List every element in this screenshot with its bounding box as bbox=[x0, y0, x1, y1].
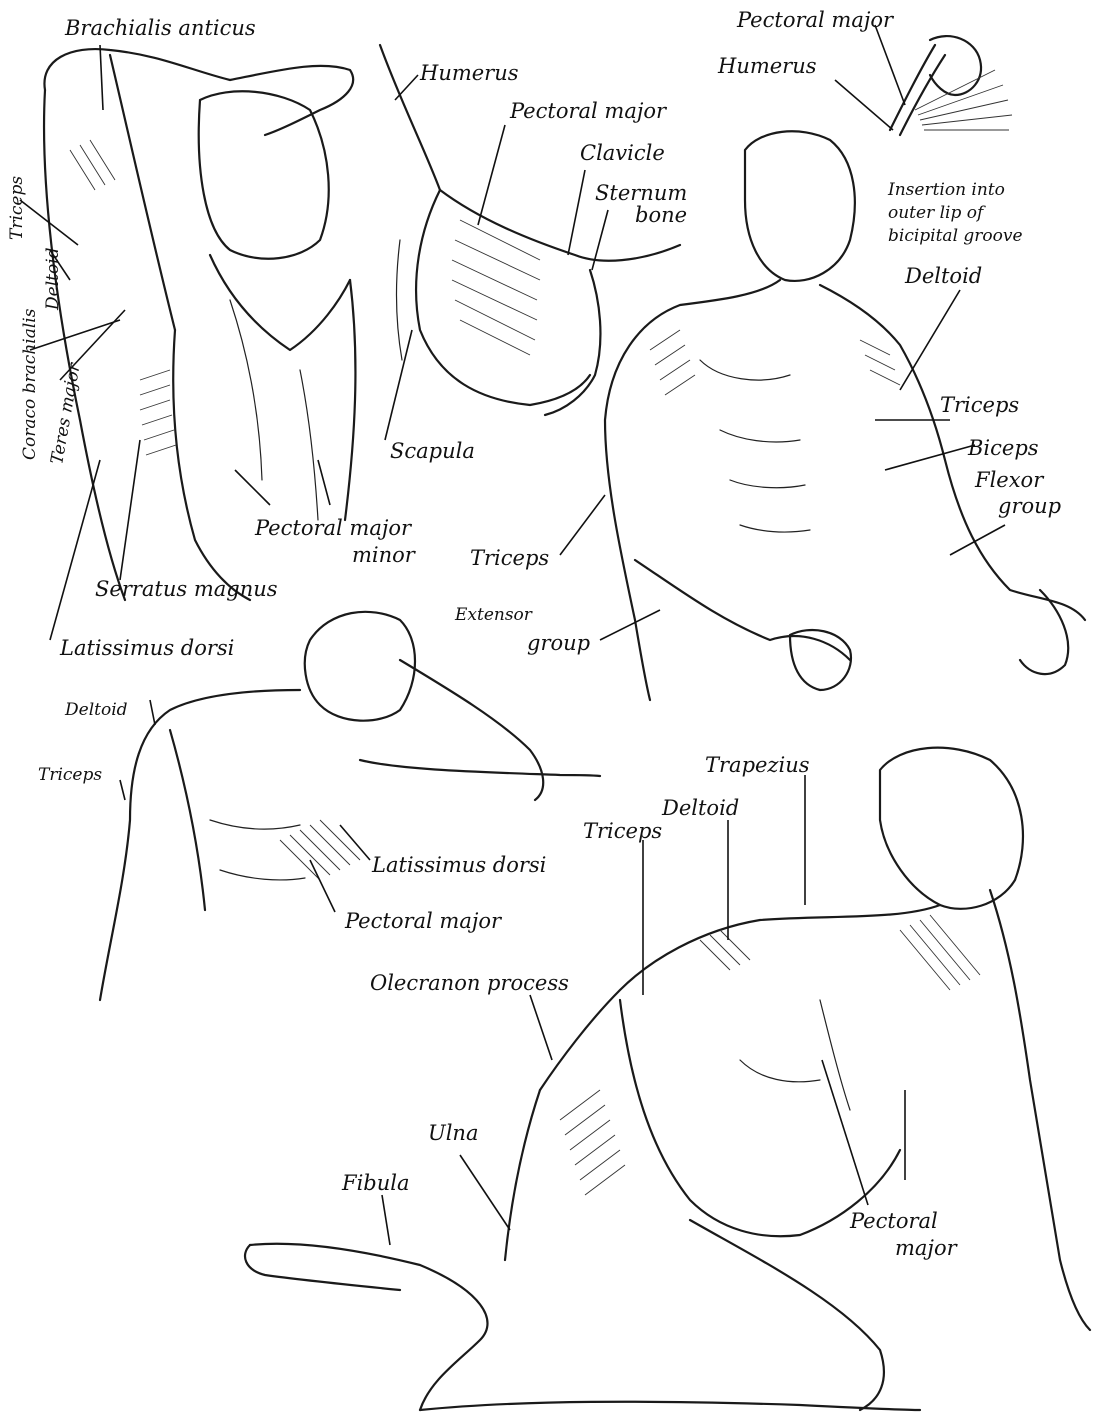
label-biceps: Biceps bbox=[967, 436, 1039, 460]
label-trapezius: Trapezius bbox=[705, 753, 810, 777]
label-pectoral-bottom-line2: major bbox=[895, 1236, 959, 1260]
figure-insertion-detail bbox=[890, 36, 1012, 135]
label-triceps-right: Triceps bbox=[940, 393, 1019, 417]
label-pectoral-major-minor-line2: minor bbox=[352, 543, 417, 567]
label-humerus-top: Humerus bbox=[419, 61, 519, 85]
label-group-flexor: group bbox=[998, 494, 1061, 518]
label-pectoral-bottom-line1: Pectoral bbox=[849, 1209, 938, 1233]
label-olecranon-process: Olecranon process bbox=[370, 971, 569, 995]
figure-torso-middle bbox=[100, 612, 600, 1000]
label-pectoral-major-mid-low: Pectoral major bbox=[344, 909, 503, 933]
label-humerus-right: Humerus bbox=[717, 54, 817, 78]
label-brachialis-anticus: Brachialis anticus bbox=[64, 16, 256, 40]
label-insertion-line1: Insertion into bbox=[887, 180, 1005, 200]
label-group-extensor: group bbox=[527, 631, 590, 655]
label-deltoid-vertical: Deltoid bbox=[43, 247, 63, 311]
label-scapula: Scapula bbox=[390, 439, 475, 463]
label-pectoral-major-mid: Pectoral major bbox=[509, 99, 668, 123]
label-pectoral-major-top-right: Pectoral major bbox=[736, 8, 895, 32]
label-sternum: Sternum bbox=[595, 181, 687, 205]
label-insertion-line2: outer lip of bbox=[888, 203, 986, 223]
label-insertion-line3: bicipital groove bbox=[888, 226, 1023, 246]
label-ulna: Ulna bbox=[428, 1121, 478, 1145]
label-triceps-left: Triceps bbox=[38, 765, 102, 785]
label-triceps-center: Triceps bbox=[470, 546, 549, 570]
label-latissimus-dorsi-mid: Latissimus dorsi bbox=[371, 853, 546, 877]
label-fibula: Fibula bbox=[341, 1171, 410, 1195]
label-triceps-bottom: Triceps bbox=[583, 819, 662, 843]
leader-lines bbox=[20, 25, 1005, 1245]
label-flexor: Flexor bbox=[974, 468, 1045, 492]
label-deltoid-right: Deltoid bbox=[904, 264, 982, 288]
label-coraco-brachialis: Coraco brachialis bbox=[20, 308, 40, 460]
label-latissimus-dorsi-left: Latissimus dorsi bbox=[59, 636, 234, 660]
label-deltoid-left: Deltoid bbox=[64, 700, 128, 720]
label-bone: bone bbox=[635, 203, 687, 227]
label-triceps-vertical: Triceps bbox=[7, 176, 27, 240]
figure-seated bbox=[245, 748, 1090, 1410]
label-pectoral-major-minor-line1: Pectoral major bbox=[254, 516, 413, 540]
label-deltoid-bottom: Deltoid bbox=[661, 796, 739, 820]
labels: Brachialis anticus Humerus Pectoral majo… bbox=[7, 8, 1061, 1260]
label-clavicle: Clavicle bbox=[580, 141, 665, 165]
label-serratus-magnus: Serratus magnus bbox=[95, 577, 278, 601]
label-extensor: Extensor bbox=[454, 605, 533, 625]
